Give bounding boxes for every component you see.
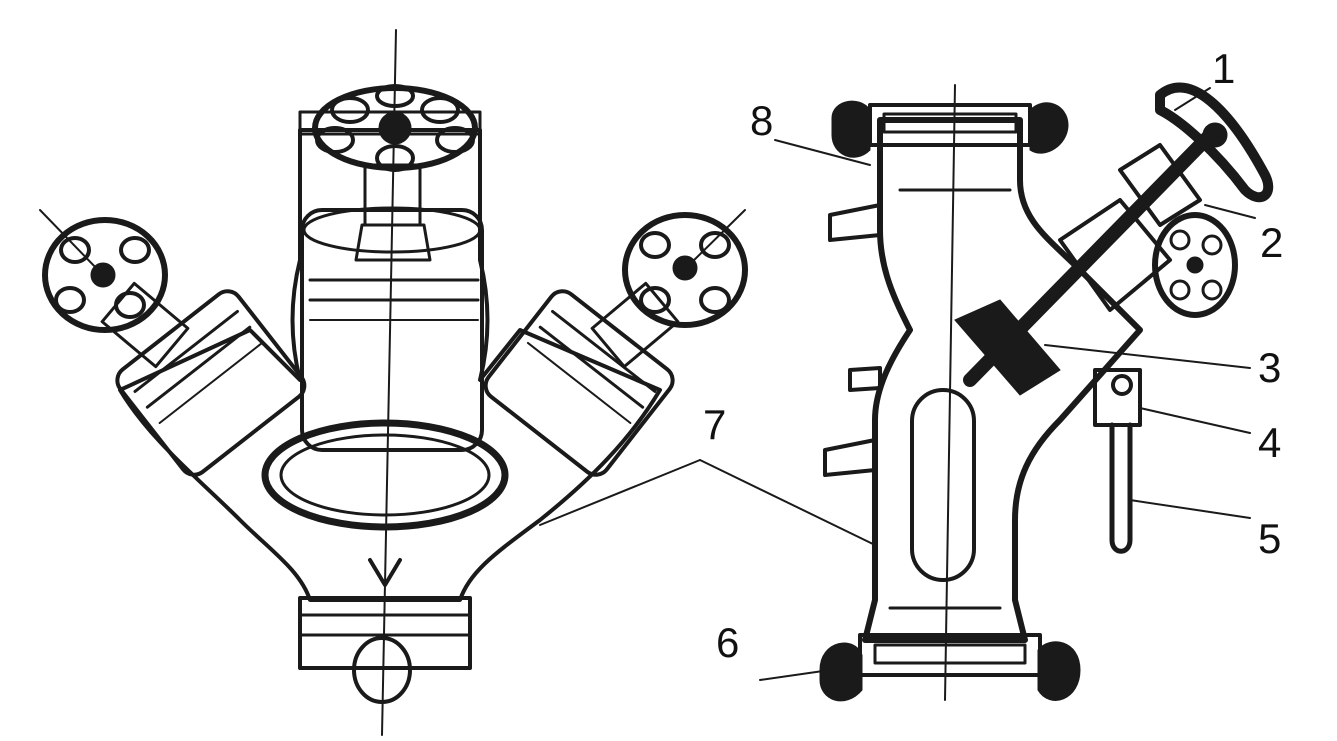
front-view [39,29,748,736]
section-view-window [910,388,976,582]
leader-4 [1139,407,1251,434]
drain-valve [1093,368,1142,427]
callout-1: 1 [1212,45,1236,92]
front-view-loop-handle [261,419,509,531]
callout-6: 6 [716,619,740,666]
section-view-top-coupling [868,103,1032,147]
right-handwheel [590,209,748,369]
leader-5 [1129,499,1251,519]
leader-7b [699,459,876,546]
callout-8: 8 [750,97,774,144]
leader-lines [539,87,1256,681]
callout-7: 7 [703,401,727,448]
top-handwheel [312,84,478,172]
leader-1 [1174,87,1211,111]
section-view-body [862,117,1143,643]
callout-5: 5 [1258,515,1282,562]
leader-8 [774,139,871,166]
leader-6 [759,669,831,681]
front-view-bottom-coupling [298,596,472,670]
section-view [819,82,1274,702]
leader-2 [1204,204,1256,219]
leader-3 [1044,344,1251,369]
callout-2: 2 [1260,219,1284,266]
drain-pipe [1109,422,1133,554]
callout-3: 3 [1258,344,1282,391]
right-branch [483,289,675,477]
section-view-valve-assembly [954,123,1222,396]
left-branch [115,289,307,477]
front-view-center-cylinder [300,208,484,452]
left-handwheel [39,209,190,369]
callout-4: 4 [1258,419,1282,466]
section-view-small-handwheel [1152,212,1238,318]
section-view-handwheel [1155,82,1274,203]
leader-7a [539,459,701,526]
